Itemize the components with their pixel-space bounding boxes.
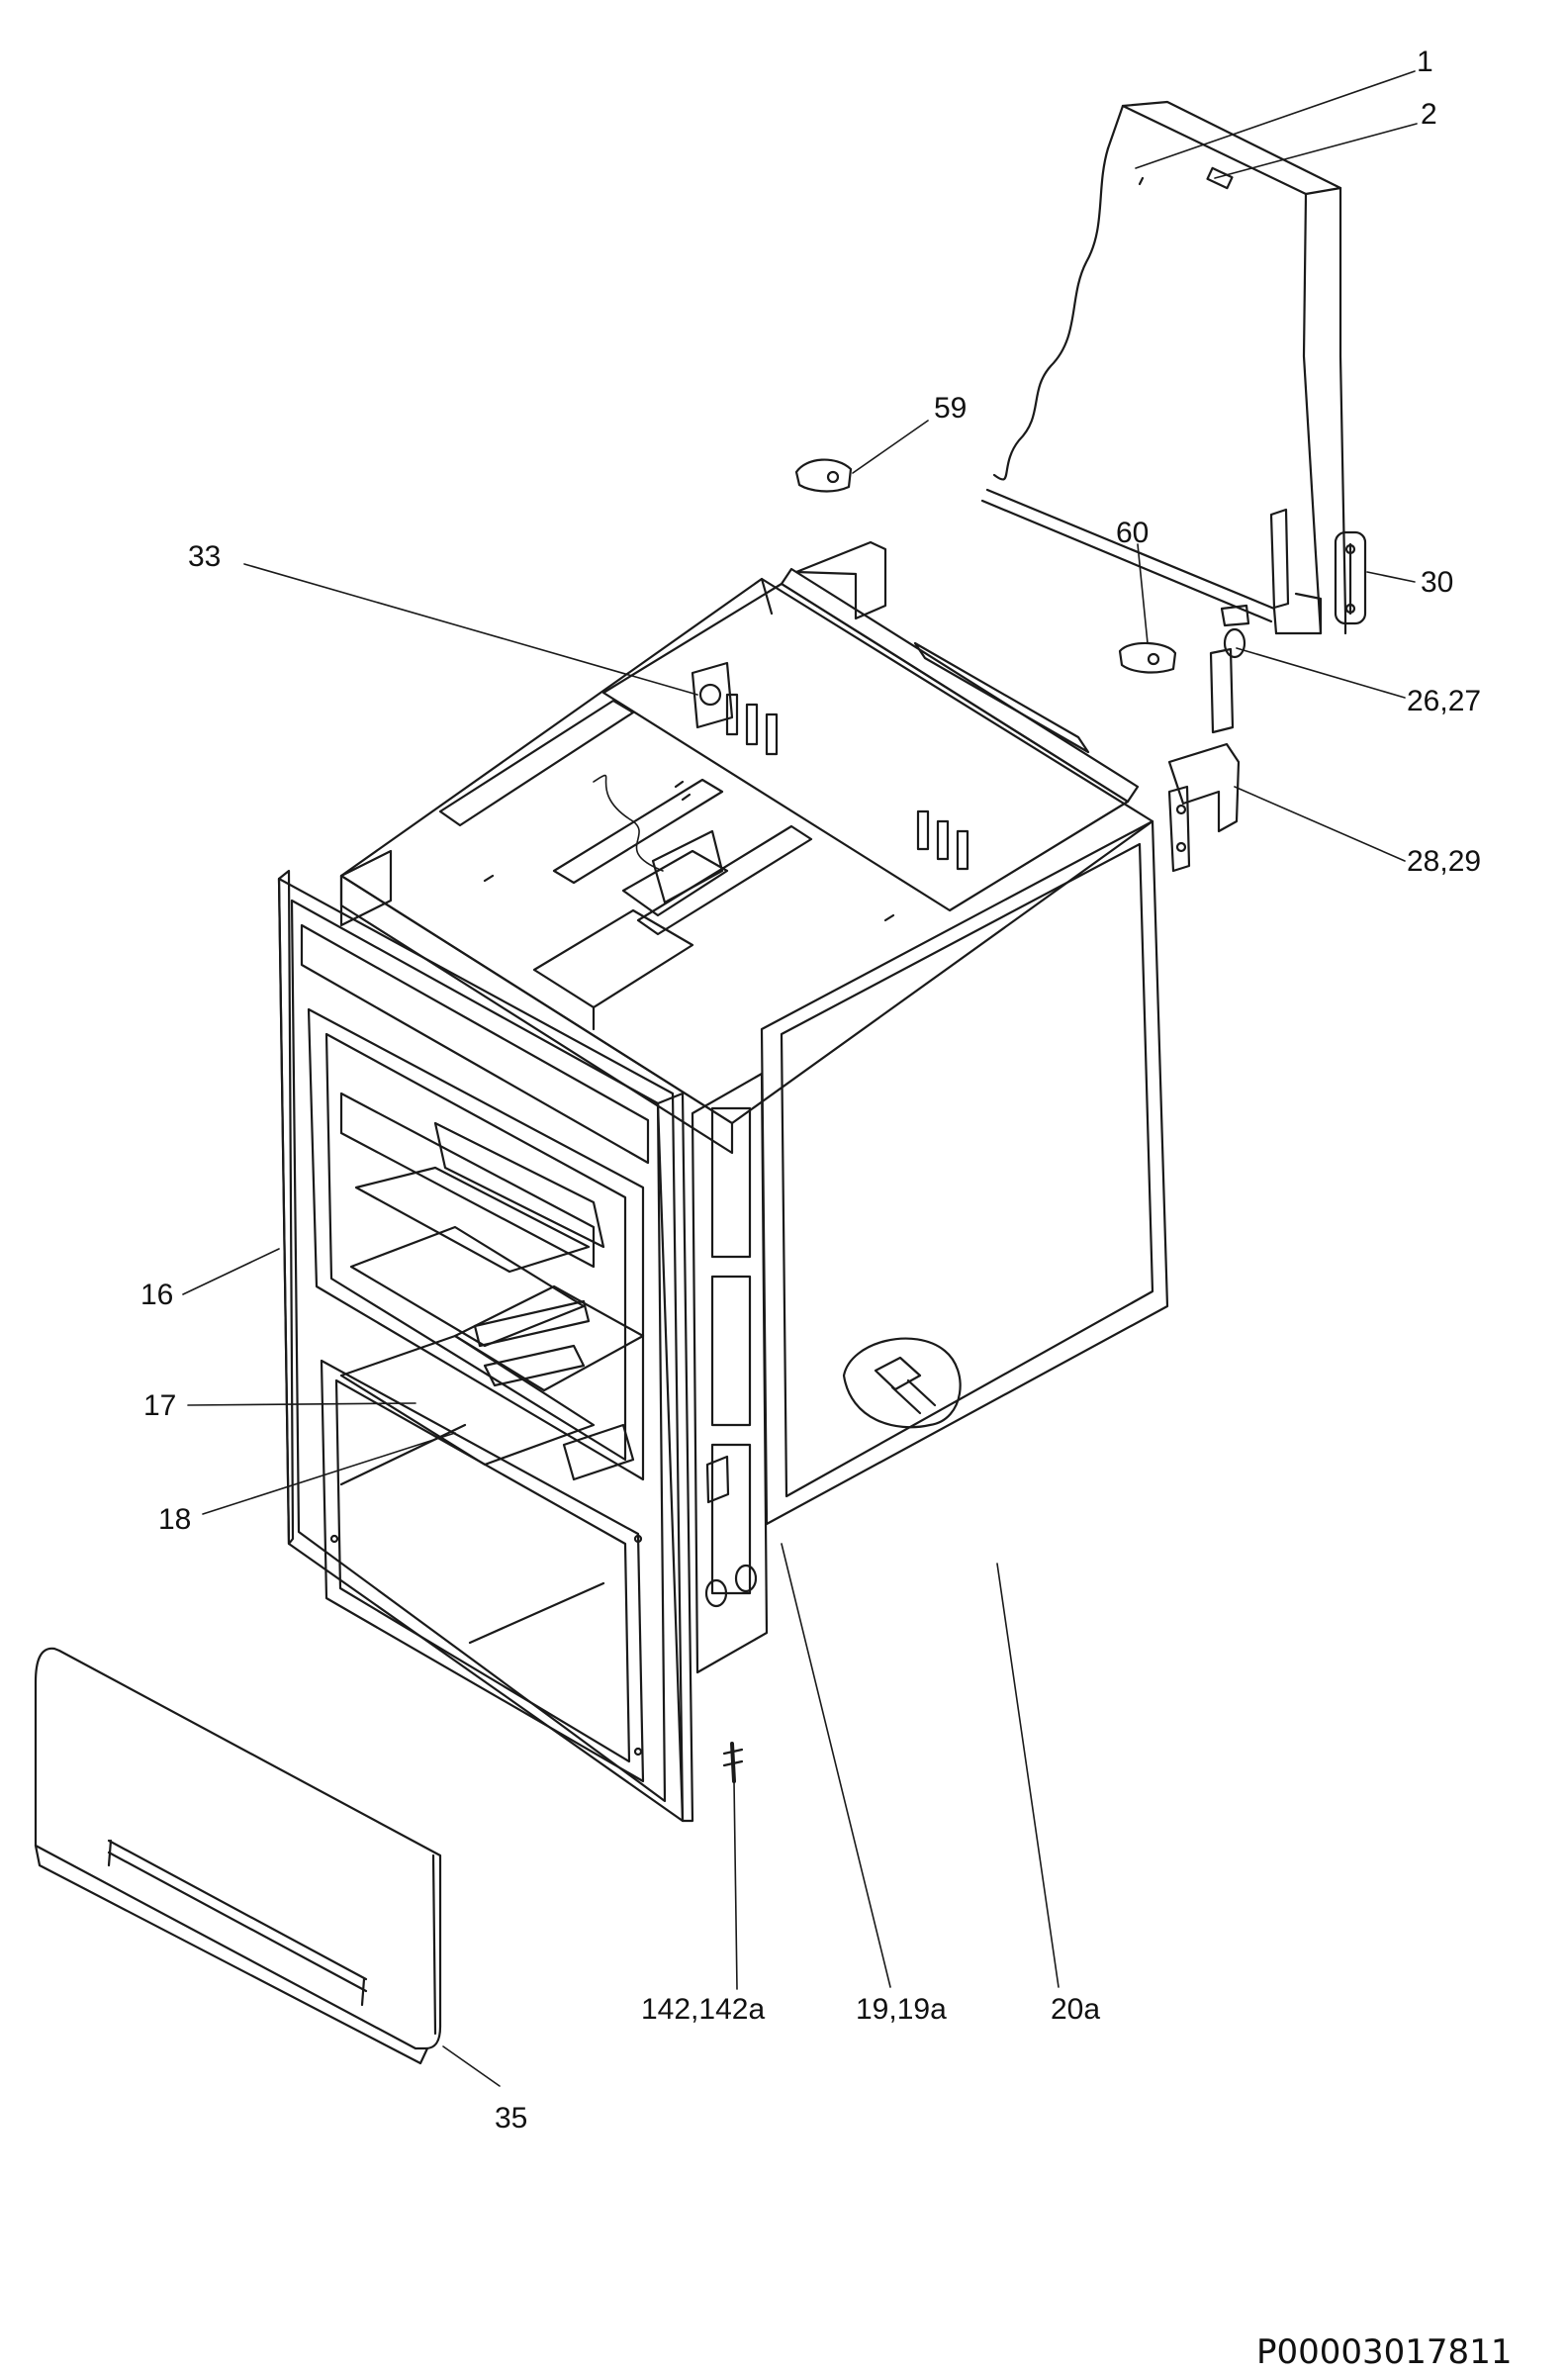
leader-142 <box>734 1781 737 1989</box>
leader-16 <box>183 1249 279 1294</box>
inner-side-rails <box>692 1074 767 1672</box>
callout-1: 1 <box>1417 46 1433 78</box>
callout-17: 17 <box>143 1389 176 1422</box>
callout-26-27: 26,27 <box>1407 685 1481 717</box>
back-panel <box>982 102 1345 633</box>
hinge-bracket <box>1336 532 1365 623</box>
callout-labels: 1 2 59 60 30 33 26,27 28,29 16 17 18 142… <box>140 46 1481 2135</box>
leader-20a <box>997 1564 1059 1987</box>
callout-142-142a: 142,142a <box>641 1993 765 2026</box>
leader-19 <box>782 1544 890 1987</box>
leader-26-27 <box>1237 648 1405 698</box>
leader-33 <box>244 564 697 695</box>
corner-bracket <box>1169 744 1239 871</box>
callout-2: 2 <box>1421 98 1437 131</box>
leader-lines <box>183 71 1417 2086</box>
leader-30 <box>1367 572 1415 582</box>
leader-60 <box>1138 544 1148 643</box>
diagram-reference-code: P00003017811 <box>1256 2332 1512 2372</box>
callout-35: 35 <box>495 2102 527 2135</box>
callout-33: 33 <box>188 540 221 573</box>
clip-59 <box>796 460 851 492</box>
leader-1 <box>1136 71 1415 168</box>
leader-28-29 <box>1235 787 1405 861</box>
callout-18: 18 <box>158 1503 191 1536</box>
leader-59 <box>853 421 928 473</box>
screw-142 <box>724 1744 742 1781</box>
callout-19-19a: 19,19a <box>856 1993 947 2026</box>
leader-2 <box>1215 124 1417 178</box>
side-panel-20a <box>762 821 1167 1524</box>
callout-28-29: 28,29 <box>1407 845 1481 878</box>
callout-20a: 20a <box>1051 1993 1100 2026</box>
front-frame <box>279 871 692 1821</box>
callout-30: 30 <box>1421 566 1453 599</box>
callout-59: 59 <box>934 392 967 425</box>
oven-cavity <box>341 1093 643 1479</box>
drawer-front <box>36 1649 440 2063</box>
top-frame <box>341 542 1153 1153</box>
leader-35 <box>443 2046 500 2086</box>
callout-60: 60 <box>1116 517 1149 549</box>
callout-16: 16 <box>140 1279 173 1311</box>
clip-60 <box>1120 643 1175 673</box>
leader-17 <box>188 1403 415 1405</box>
hinge-arm <box>1211 510 1288 732</box>
leader-18 <box>203 1433 455 1514</box>
